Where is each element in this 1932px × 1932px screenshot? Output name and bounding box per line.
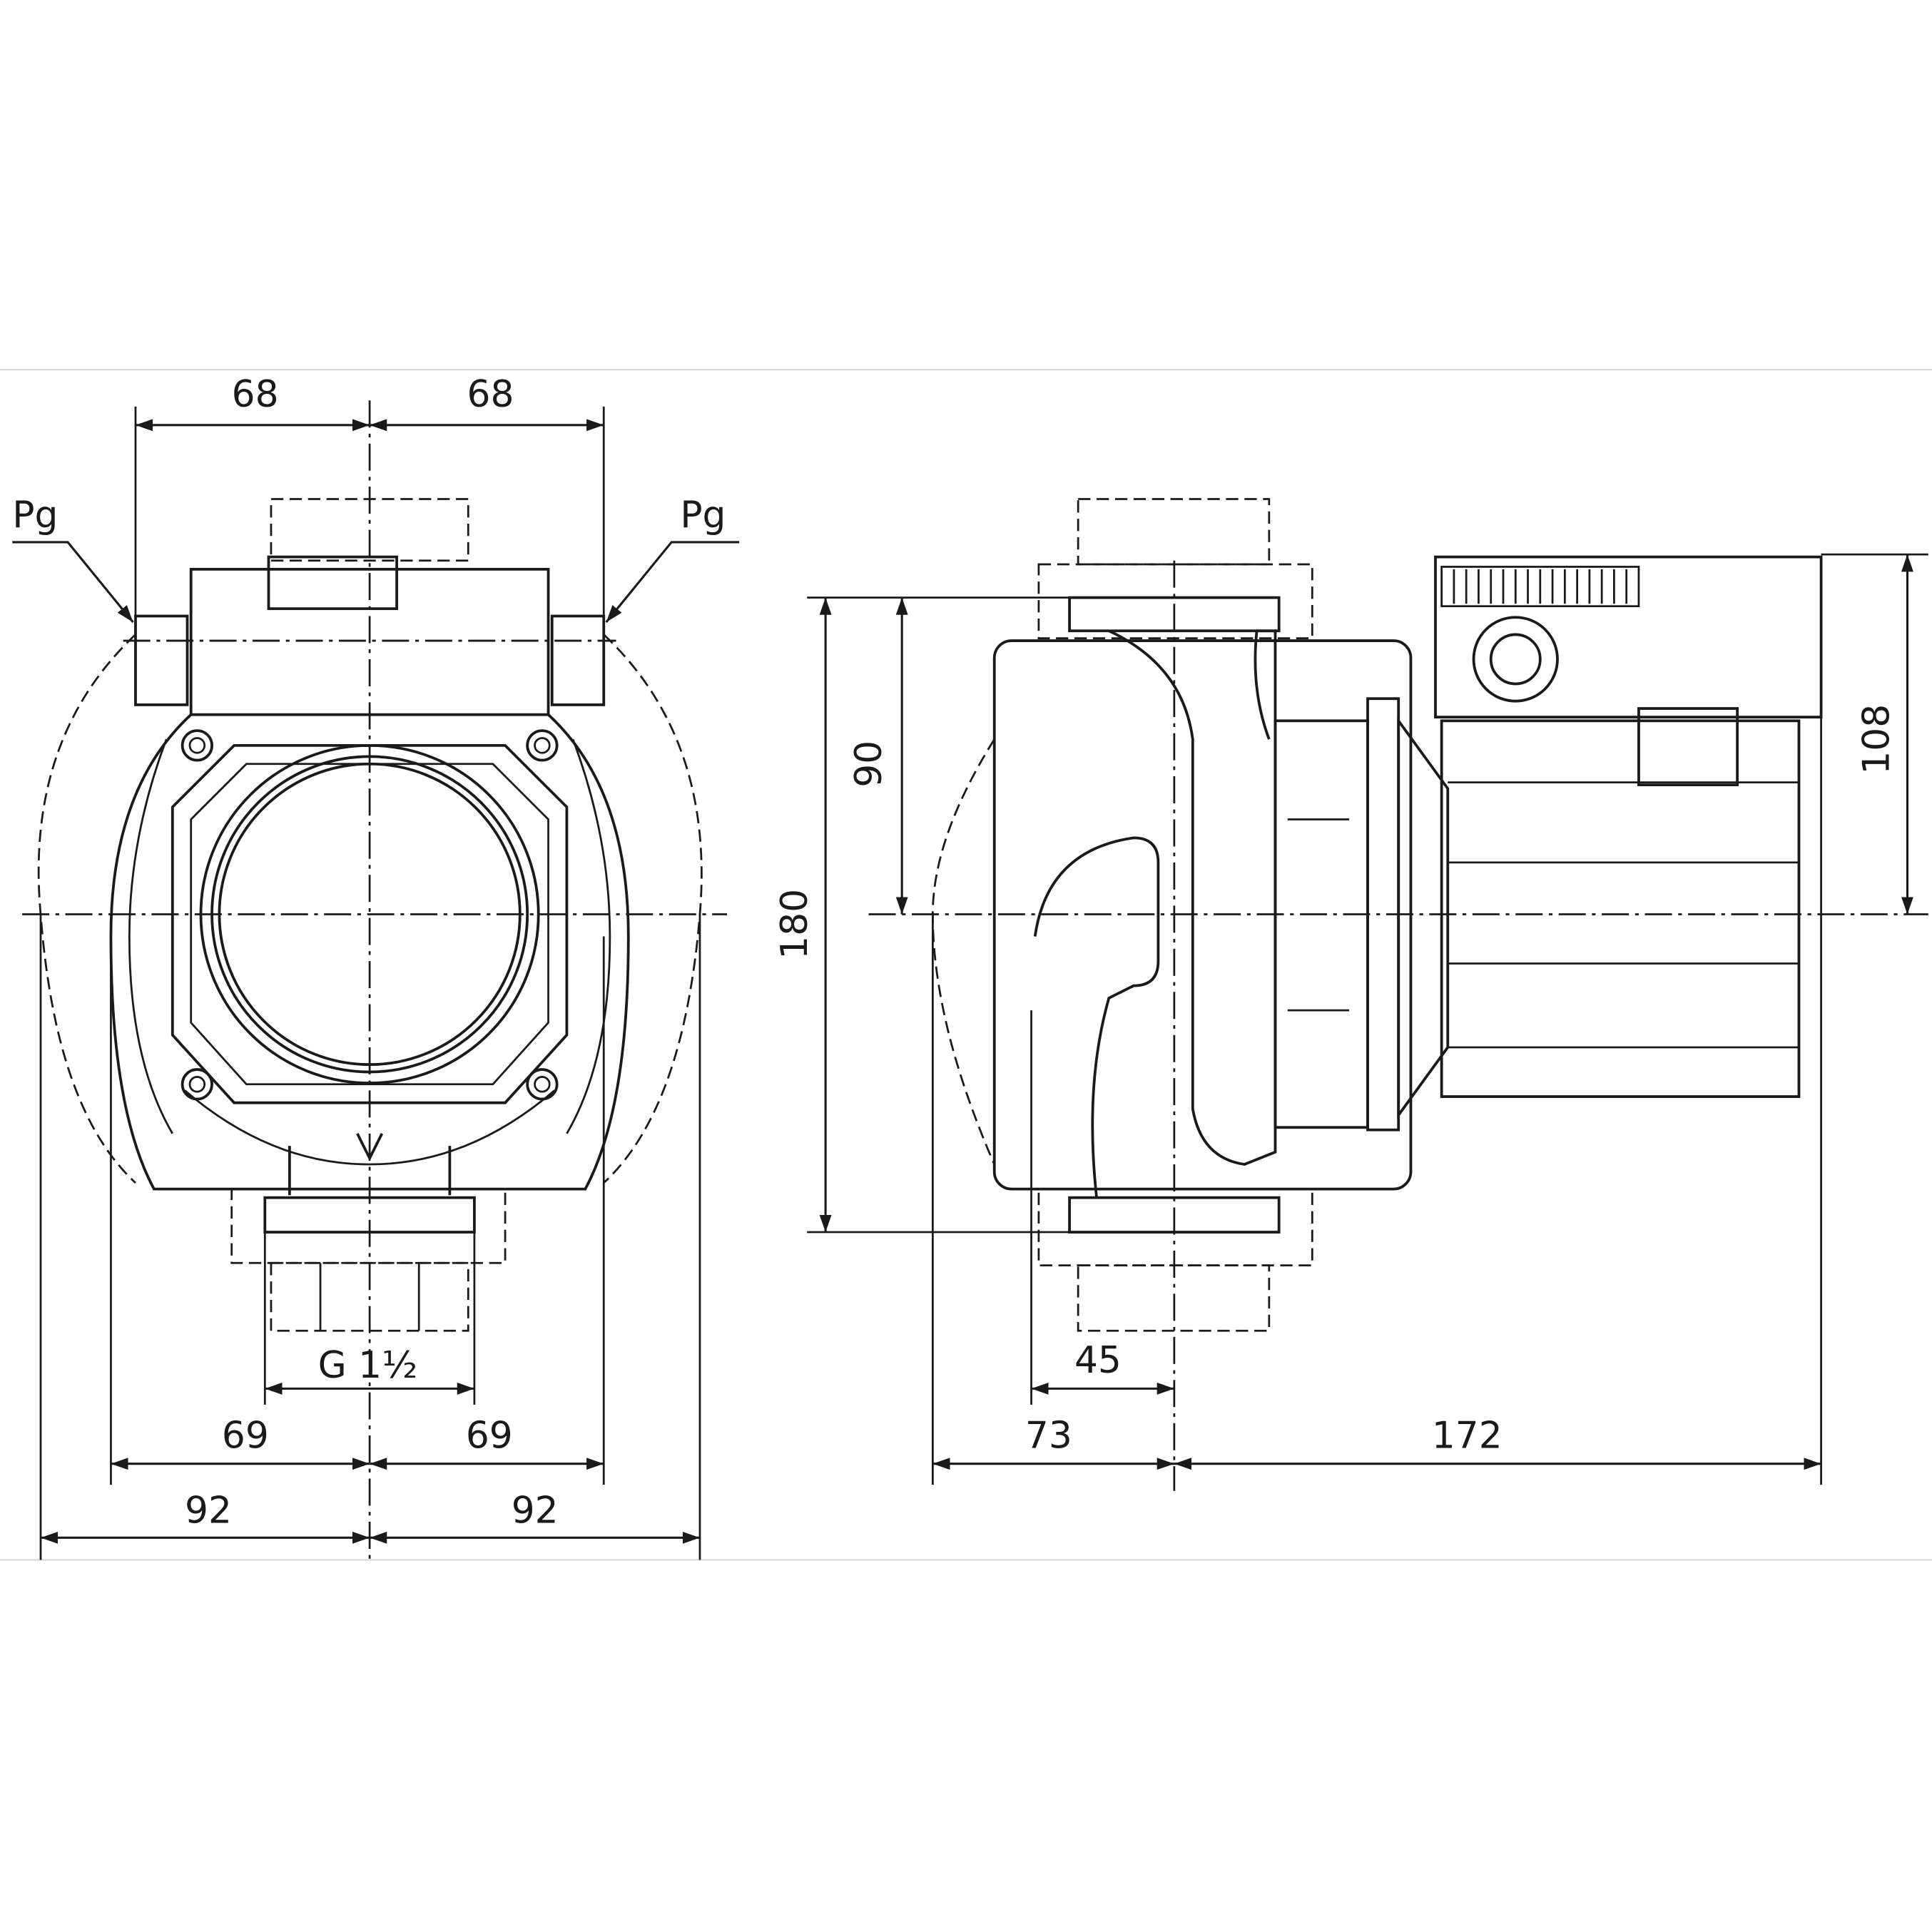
- pump-housing: [992, 639, 1413, 1191]
- drawing-line: [526, 729, 559, 762]
- pg-leader-left: [12, 541, 134, 624]
- pg-label-right: Pg: [680, 494, 726, 537]
- motor: [1440, 719, 1801, 1098]
- dim-92-left: 92: [185, 1490, 232, 1532]
- cable-gland-left: [134, 614, 189, 706]
- outline-left-arc: [37, 634, 136, 1184]
- terminal-box: [189, 567, 550, 716]
- drawing-line: [1037, 1188, 1313, 1267]
- cooling-ribs: [1440, 566, 1640, 608]
- volute-channel: [1108, 629, 1277, 1166]
- thread-size-label: G 1½: [318, 1344, 418, 1387]
- cable-gland-right: [550, 614, 606, 706]
- bottom-flange: [1068, 1196, 1281, 1234]
- drawing-line: [288, 1133, 452, 1196]
- drawing-line: [267, 555, 399, 611]
- dim-68-left: 68: [232, 373, 279, 416]
- dim-73: 73: [1025, 1414, 1072, 1457]
- drawing-line: [188, 737, 206, 754]
- terminal-box: [1434, 555, 1823, 719]
- speed-knob: [1472, 616, 1559, 703]
- drawing-line: [181, 1068, 213, 1101]
- top-pipe: [270, 498, 469, 562]
- volute-arc: [931, 738, 995, 1165]
- drawing-line: [128, 738, 173, 1134]
- bottom-flange: [263, 1196, 476, 1234]
- drawing-line: [1453, 569, 1628, 604]
- dim-69-left: 69: [222, 1414, 269, 1457]
- side-view: 180 90 108 45 73 172: [773, 498, 1928, 1491]
- dim-92-right: 92: [512, 1490, 559, 1532]
- front-view: Pg Pg 68 68 G 1½ 69 69 92 92: [12, 373, 740, 1560]
- bottom-pipe: [1077, 1264, 1271, 1332]
- drawing-line: [1489, 633, 1542, 686]
- pump-bore: [218, 762, 522, 1067]
- dim-69-right: 69: [466, 1414, 513, 1457]
- dim-180: 180: [773, 889, 816, 960]
- dim-108: 108: [1856, 704, 1898, 775]
- top-flange: [1068, 596, 1281, 633]
- drawing-line: [181, 729, 213, 762]
- dim-68-right: 68: [467, 373, 514, 416]
- pump-ring-outer: [199, 743, 540, 1084]
- drawing-line: [230, 1188, 507, 1264]
- drawing-line: [190, 763, 549, 1086]
- drawing-line: [188, 1076, 206, 1093]
- bottom-pipe: [270, 1261, 469, 1332]
- drawing-line: [1037, 563, 1313, 639]
- dim-45: 45: [1074, 1339, 1122, 1382]
- pg-label-left: Pg: [12, 494, 58, 537]
- dim-90: 90: [848, 741, 890, 788]
- drawing-line: [1033, 836, 1160, 1198]
- outline-right-arc: [603, 634, 703, 1184]
- drawing-line: [184, 1089, 556, 1166]
- drawing-line: [1273, 719, 1369, 1129]
- top-pipe: [1077, 498, 1271, 566]
- drawing-line: [566, 738, 611, 1134]
- drawing-line: [210, 755, 529, 1074]
- drawing-line: [1637, 707, 1739, 787]
- pg-leader-right: [605, 541, 740, 624]
- drawing-line: [534, 1076, 551, 1093]
- drawing-line: [534, 737, 551, 754]
- dim-172: 172: [1432, 1414, 1503, 1457]
- drawing-line: [526, 1068, 559, 1101]
- housing-octagon: [171, 743, 569, 1104]
